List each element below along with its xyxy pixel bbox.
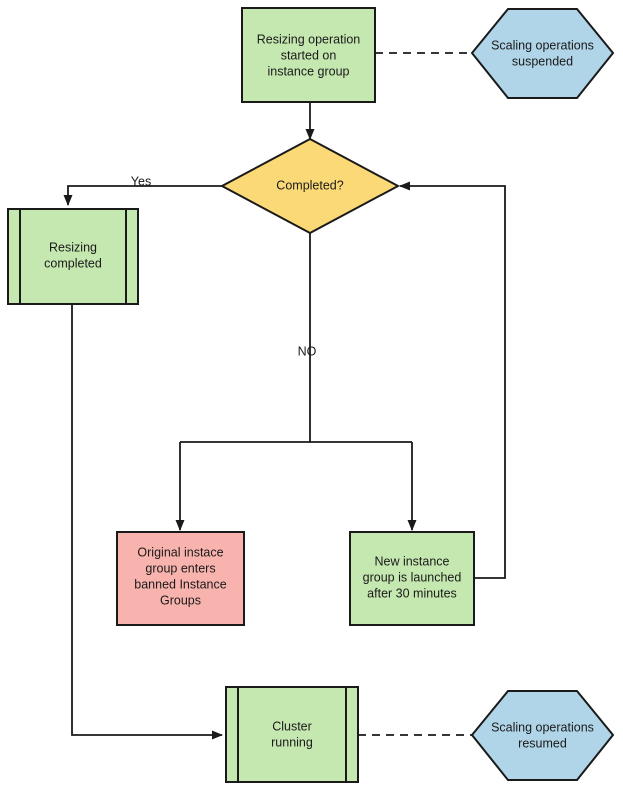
node-scaling-resumed[interactable]: Scaling operations resumed: [470, 690, 615, 781]
node-completed-decision-label: Completed?: [276, 178, 343, 192]
node-cluster-running-shape: [225, 686, 359, 783]
node-original-group-banned-line-1: Original instace: [137, 545, 223, 559]
node-scaling-resumed-shape: [470, 690, 615, 781]
node-cluster-running-line-1: Cluster: [272, 719, 312, 733]
node-new-group-launched[interactable]: New instance group is launched after 30 …: [349, 531, 475, 626]
node-original-group-banned-line-4: Groups: [160, 593, 201, 607]
node-new-group-launched-line-1: New instance: [374, 554, 449, 568]
node-original-group-banned-line-2: group enters: [145, 561, 215, 575]
node-original-group-banned-line-3: banned Instance: [134, 577, 226, 591]
node-scaling-suspended-shape: [470, 8, 615, 99]
node-scaling-suspended-line-2: suspended: [512, 54, 573, 68]
node-resizing-started[interactable]: Resizing operation started on instance g…: [241, 7, 376, 103]
node-new-group-launched-shape: [349, 531, 475, 626]
node-original-group-banned-shape: [116, 531, 245, 626]
node-resizing-started-line-1: Resizing operation: [257, 32, 361, 46]
node-new-group-launched-line-2: group is launched: [363, 570, 462, 584]
node-cluster-running-line-2: running: [271, 735, 313, 749]
node-resizing-completed[interactable]: Resizing completed: [7, 208, 139, 305]
node-scaling-resumed-line-1: Scaling operations: [491, 720, 594, 734]
edge-new-group-back-to-decision: [399, 181, 506, 579]
edge-label-no: NO: [298, 344, 317, 358]
node-resizing-started-line-3: instance group: [267, 64, 349, 78]
node-scaling-resumed-line-2: resumed: [518, 736, 567, 750]
edge-label-yes: Yes: [131, 174, 151, 188]
node-scaling-suspended-line-1: Scaling operations: [491, 38, 594, 52]
node-original-group-banned[interactable]: Original instace group enters banned Ins…: [116, 531, 245, 626]
node-cluster-running[interactable]: Cluster running: [225, 686, 359, 783]
node-resizing-completed-line-1: Resizing: [49, 240, 97, 254]
node-resizing-started-shape: [241, 7, 376, 103]
edge-decision-yes-to-resizing-completed: [63, 185, 224, 206]
node-resizing-started-line-2: started on: [281, 48, 337, 62]
node-resizing-completed-shape: [7, 208, 139, 305]
node-completed-decision-shape: [219, 137, 401, 235]
node-completed-decision[interactable]: Completed?: [219, 137, 401, 235]
edge-resizing-completed-to-cluster-running: [71, 304, 223, 740]
node-new-group-launched-line-3: after 30 minutes: [367, 586, 457, 600]
node-scaling-suspended[interactable]: Scaling operations suspended: [470, 8, 615, 99]
node-resizing-completed-line-2: completed: [44, 256, 102, 270]
